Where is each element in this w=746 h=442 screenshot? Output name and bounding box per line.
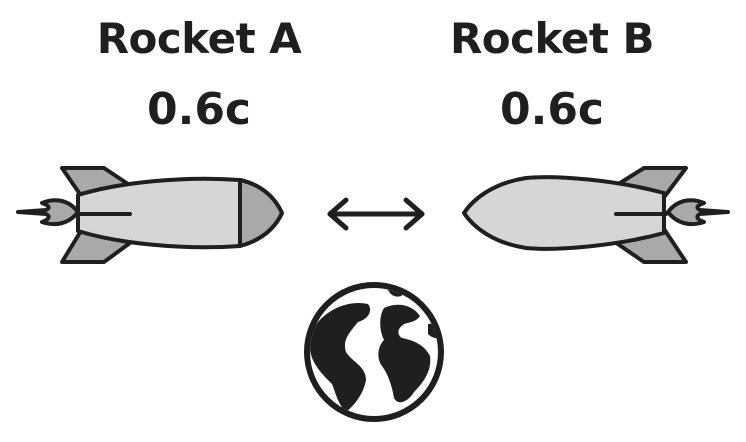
rocket-b-body [462, 175, 666, 251]
rocket-a-flame [16, 198, 80, 227]
rocket-a-label: Rocket A [96, 14, 302, 63]
rocket-a-icon [16, 166, 284, 264]
rocket-b-flame [666, 198, 730, 227]
rocket-a-nose [238, 178, 284, 248]
globe-icon [304, 282, 444, 422]
rocket-b-icon [462, 166, 730, 264]
rocket-b-label: Rocket B [449, 14, 655, 63]
rocket-b-speed: 0.6c [499, 84, 605, 135]
double-arrow-icon [327, 197, 425, 231]
rocket-a-speed: 0.6c [146, 84, 252, 135]
